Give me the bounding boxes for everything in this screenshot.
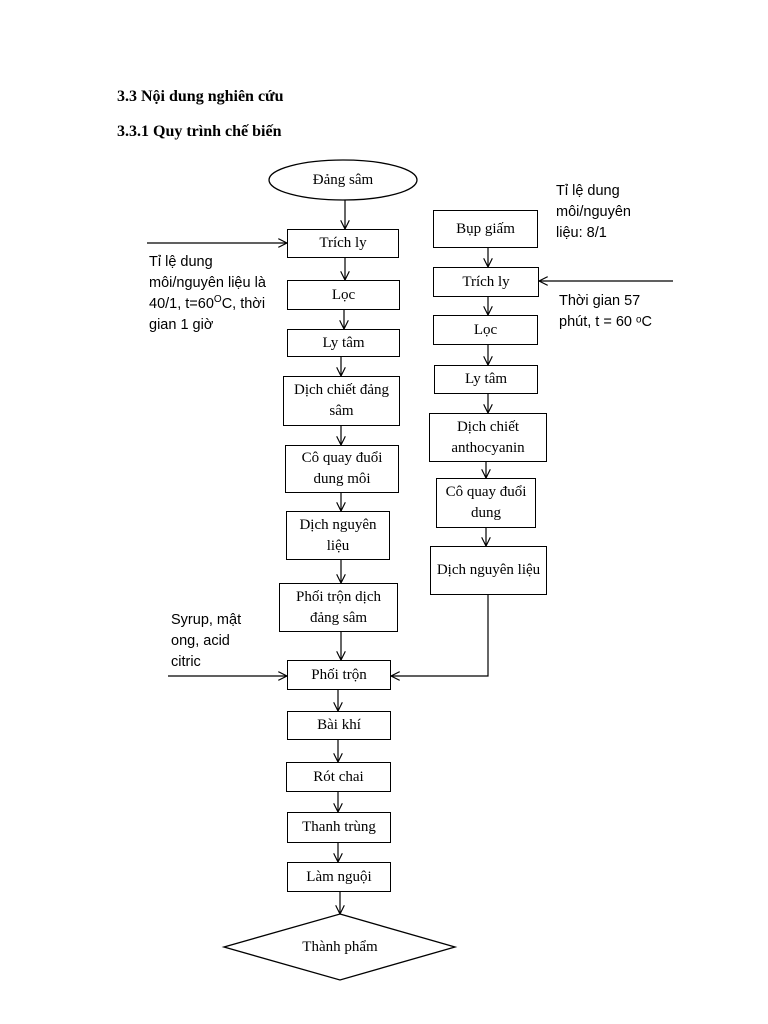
main-step-thanh-trung: Thanh trùng (287, 812, 391, 843)
right-step-dich-nguyen-lieu: Dịch nguyên liệu (430, 546, 547, 595)
left-step-ly-tam: Ly tâm (287, 329, 400, 357)
left-step-dich-nguyen-lieu: Dịch nguyên liệu (286, 511, 390, 560)
right-step-ly-tam: Ly tâm (434, 365, 538, 394)
left-step-dich-chiet-dang-sam: Dịch chiết đảng sâm (283, 376, 400, 426)
right-step-bup-giam: Bụp giấm (433, 210, 538, 248)
left-step-trich-ly: Trích ly (287, 229, 399, 258)
right-step-dich-chiet-anthocyanin: Dịch chiết anthocyanin (429, 413, 547, 462)
left-step-co-quay: Cô quay đuổi dung môi (285, 445, 399, 493)
end-node-thanh-pham: Thành phẩm (302, 938, 378, 955)
main-step-rot-chai: Rót chai (286, 762, 391, 792)
right-time-note: Thời gian 57 phút, t = 60 ᵒC (559, 293, 652, 330)
start-ellipse (268, 159, 418, 201)
main-step-lam-nguoi: Làm nguội (287, 862, 391, 892)
left-extraction-note: Tỉ lệ dung môi/nguyên liệu là 40/1, t=60… (149, 254, 266, 333)
right-step-trich-ly: Trích ly (433, 267, 539, 297)
right-step-co-quay: Cô quay đuổi dung (436, 478, 536, 528)
section-heading: 3.3 Nội dung nghiên cứu (117, 88, 284, 105)
start-node-dang-sam: Đảng sâm (312, 171, 374, 188)
section-subheading: 3.3.1 Quy trình chế biến (117, 123, 282, 140)
main-step-bai-khi: Bài khí (287, 711, 391, 740)
left-step-loc: Lọc (287, 280, 400, 310)
left-step-phoi-tron-dich: Phối trộn dịch đảng sâm (279, 583, 398, 632)
main-step-phoi-tron: Phối trộn (287, 660, 391, 690)
right-step-loc: Lọc (433, 315, 538, 345)
end-diamond (221, 913, 458, 981)
right-ratio-note: Tỉ lệ dung môi/nguyên liệu: 8/1 (556, 183, 631, 241)
mix-ingredients-note: Syrup, mật ong, acid citric (171, 612, 242, 670)
